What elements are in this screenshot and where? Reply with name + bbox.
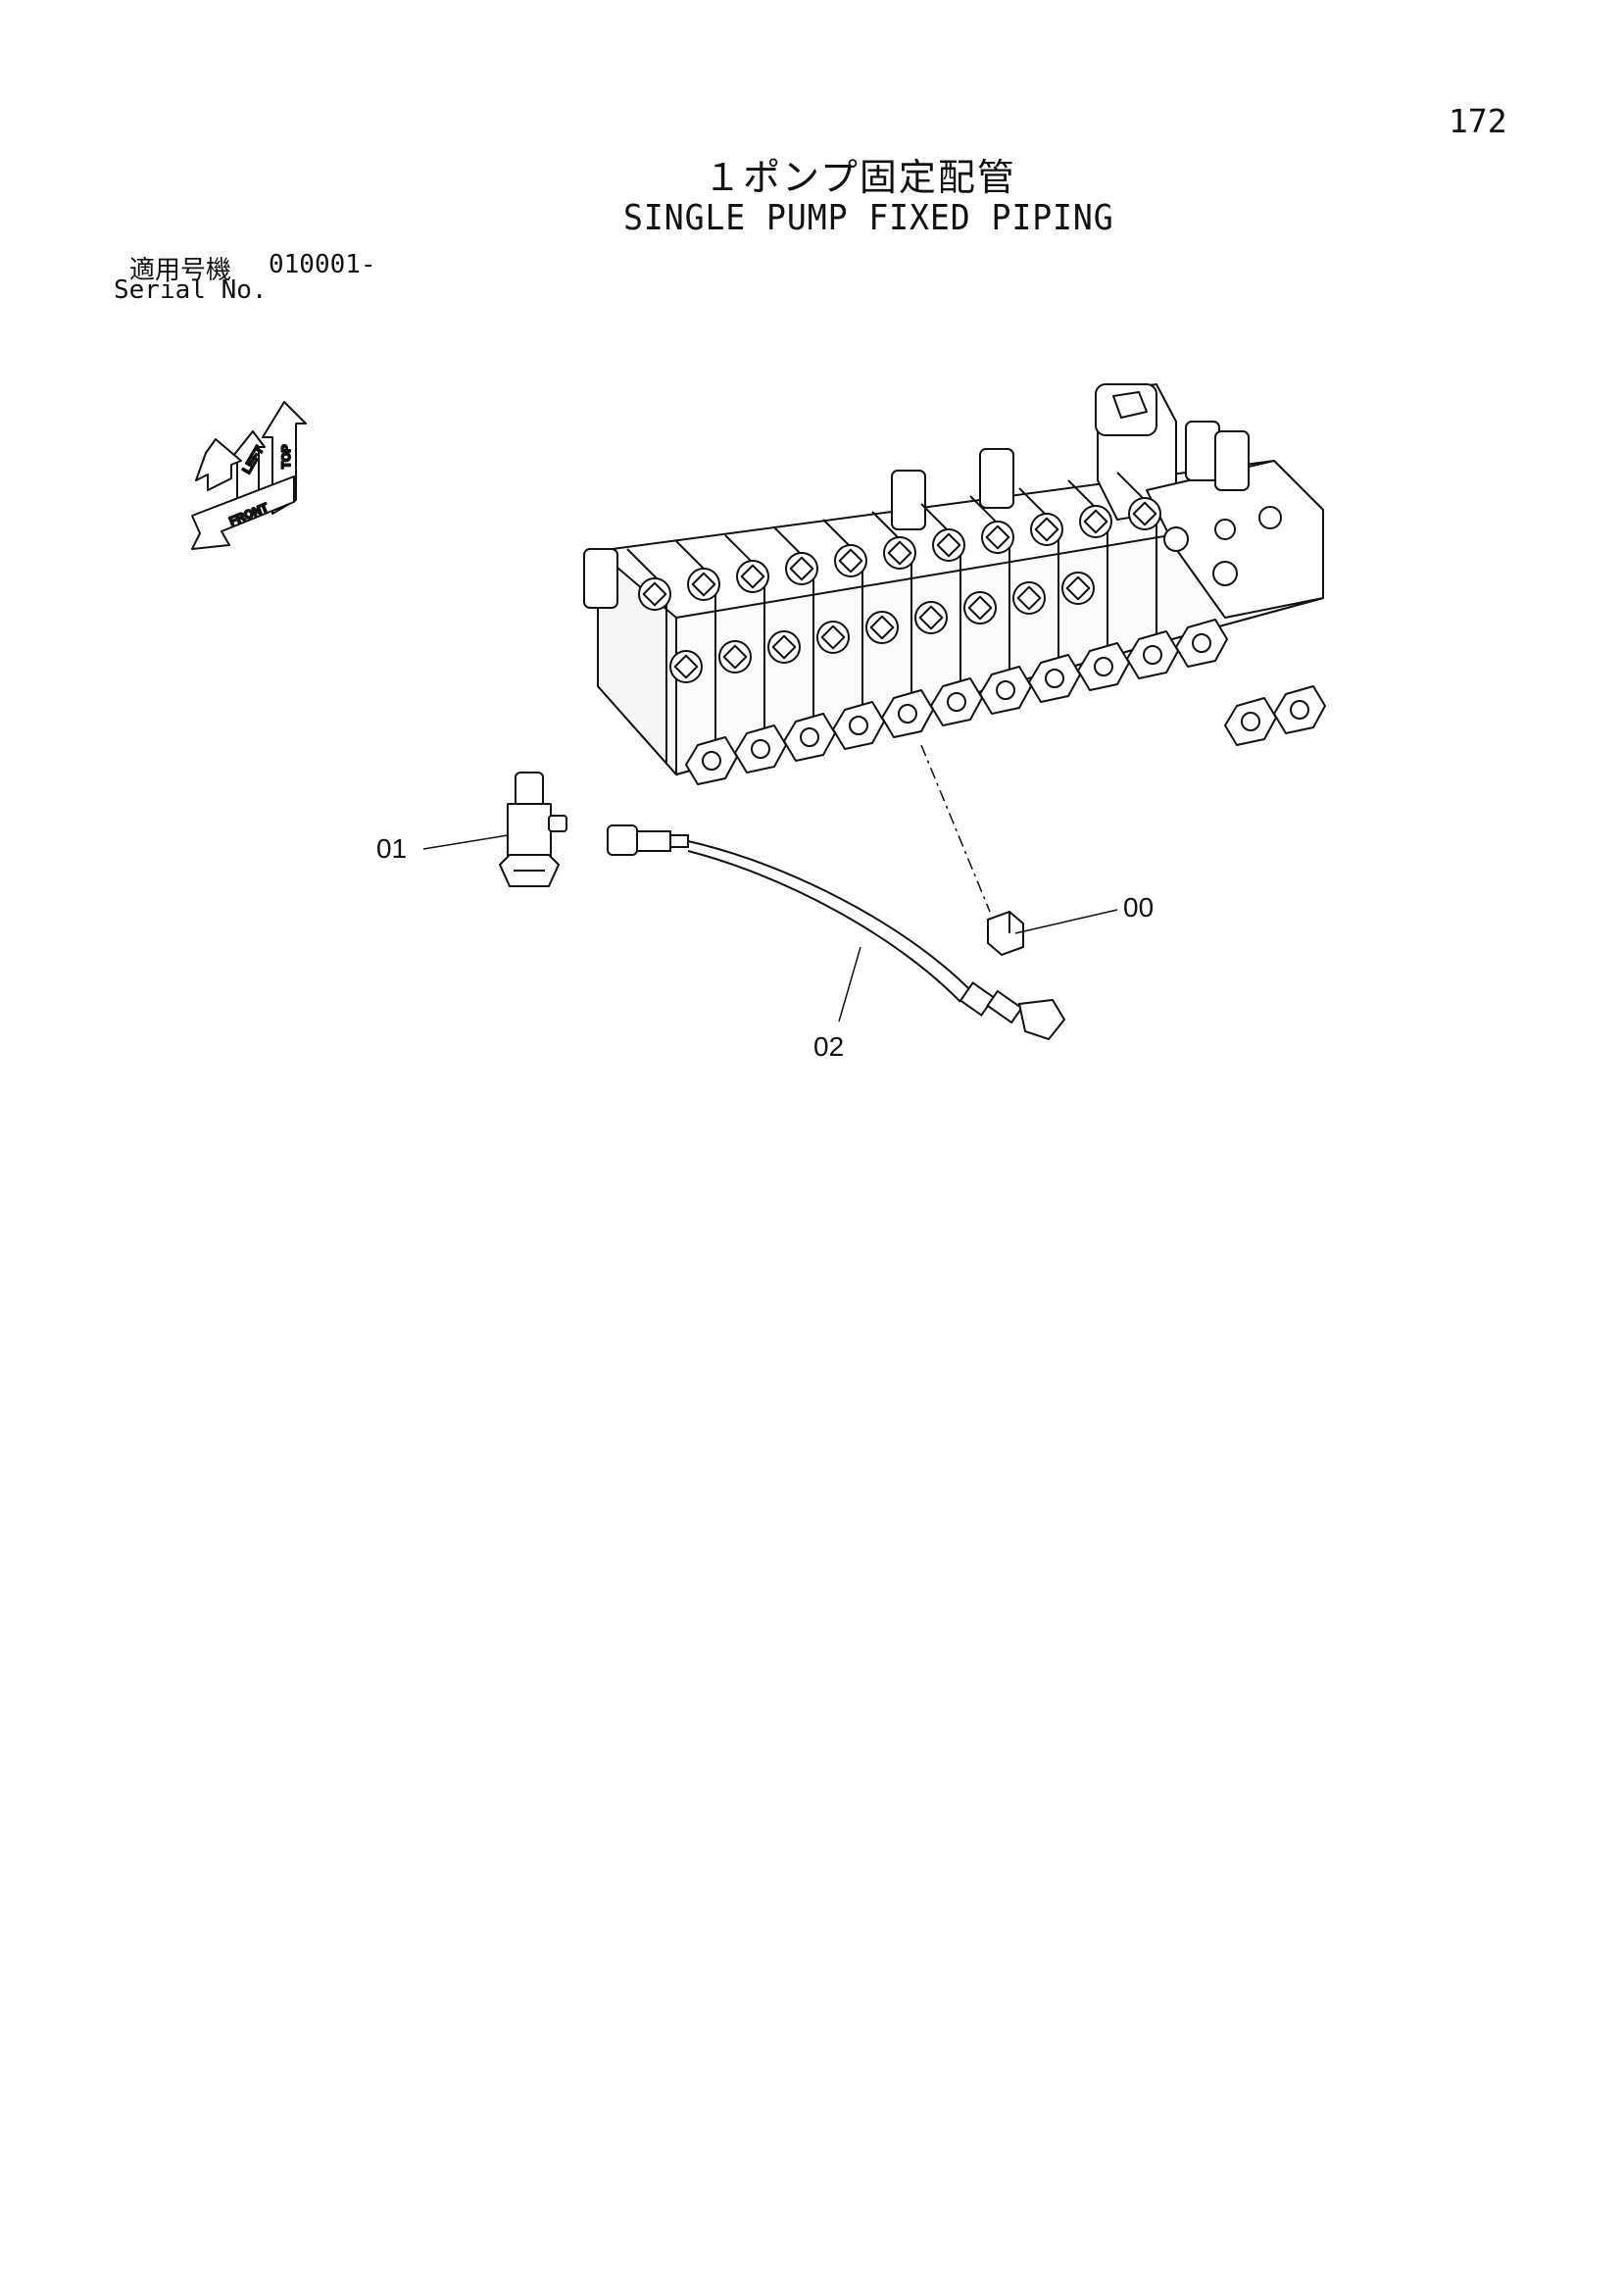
page-title-japanese: １ポンプ固定配管 [704, 156, 1016, 199]
orientation-top-label: TOP [279, 445, 293, 469]
upper-fittings [583, 421, 1250, 609]
serial-label: Serial No. [114, 275, 268, 305]
leader-lines [422, 744, 1118, 1023]
serial-range: 010001- [269, 250, 376, 279]
serial-label-japanese: 適用号機 [129, 256, 232, 285]
upper-ports [638, 497, 1161, 611]
left-arrow-icon [195, 438, 242, 491]
middle-ports [669, 572, 1095, 683]
callout-00: 00 [1123, 892, 1155, 923]
part-02-hose [607, 824, 1066, 1041]
control-valve [583, 383, 1326, 785]
orientation-indicator: TOP LEFT FRONT [191, 401, 307, 550]
callout-02: 02 [813, 1031, 845, 1062]
callout-01: 01 [376, 833, 408, 864]
part-00-plug [987, 910, 1024, 957]
page-title: SINGLE PUMP FIXED PIPING [623, 198, 1114, 238]
part-01-tee-fitting [499, 772, 567, 887]
page-number: 172 [1449, 102, 1507, 140]
lower-nuts [685, 619, 1326, 785]
front-arrow-icon [191, 475, 295, 550]
